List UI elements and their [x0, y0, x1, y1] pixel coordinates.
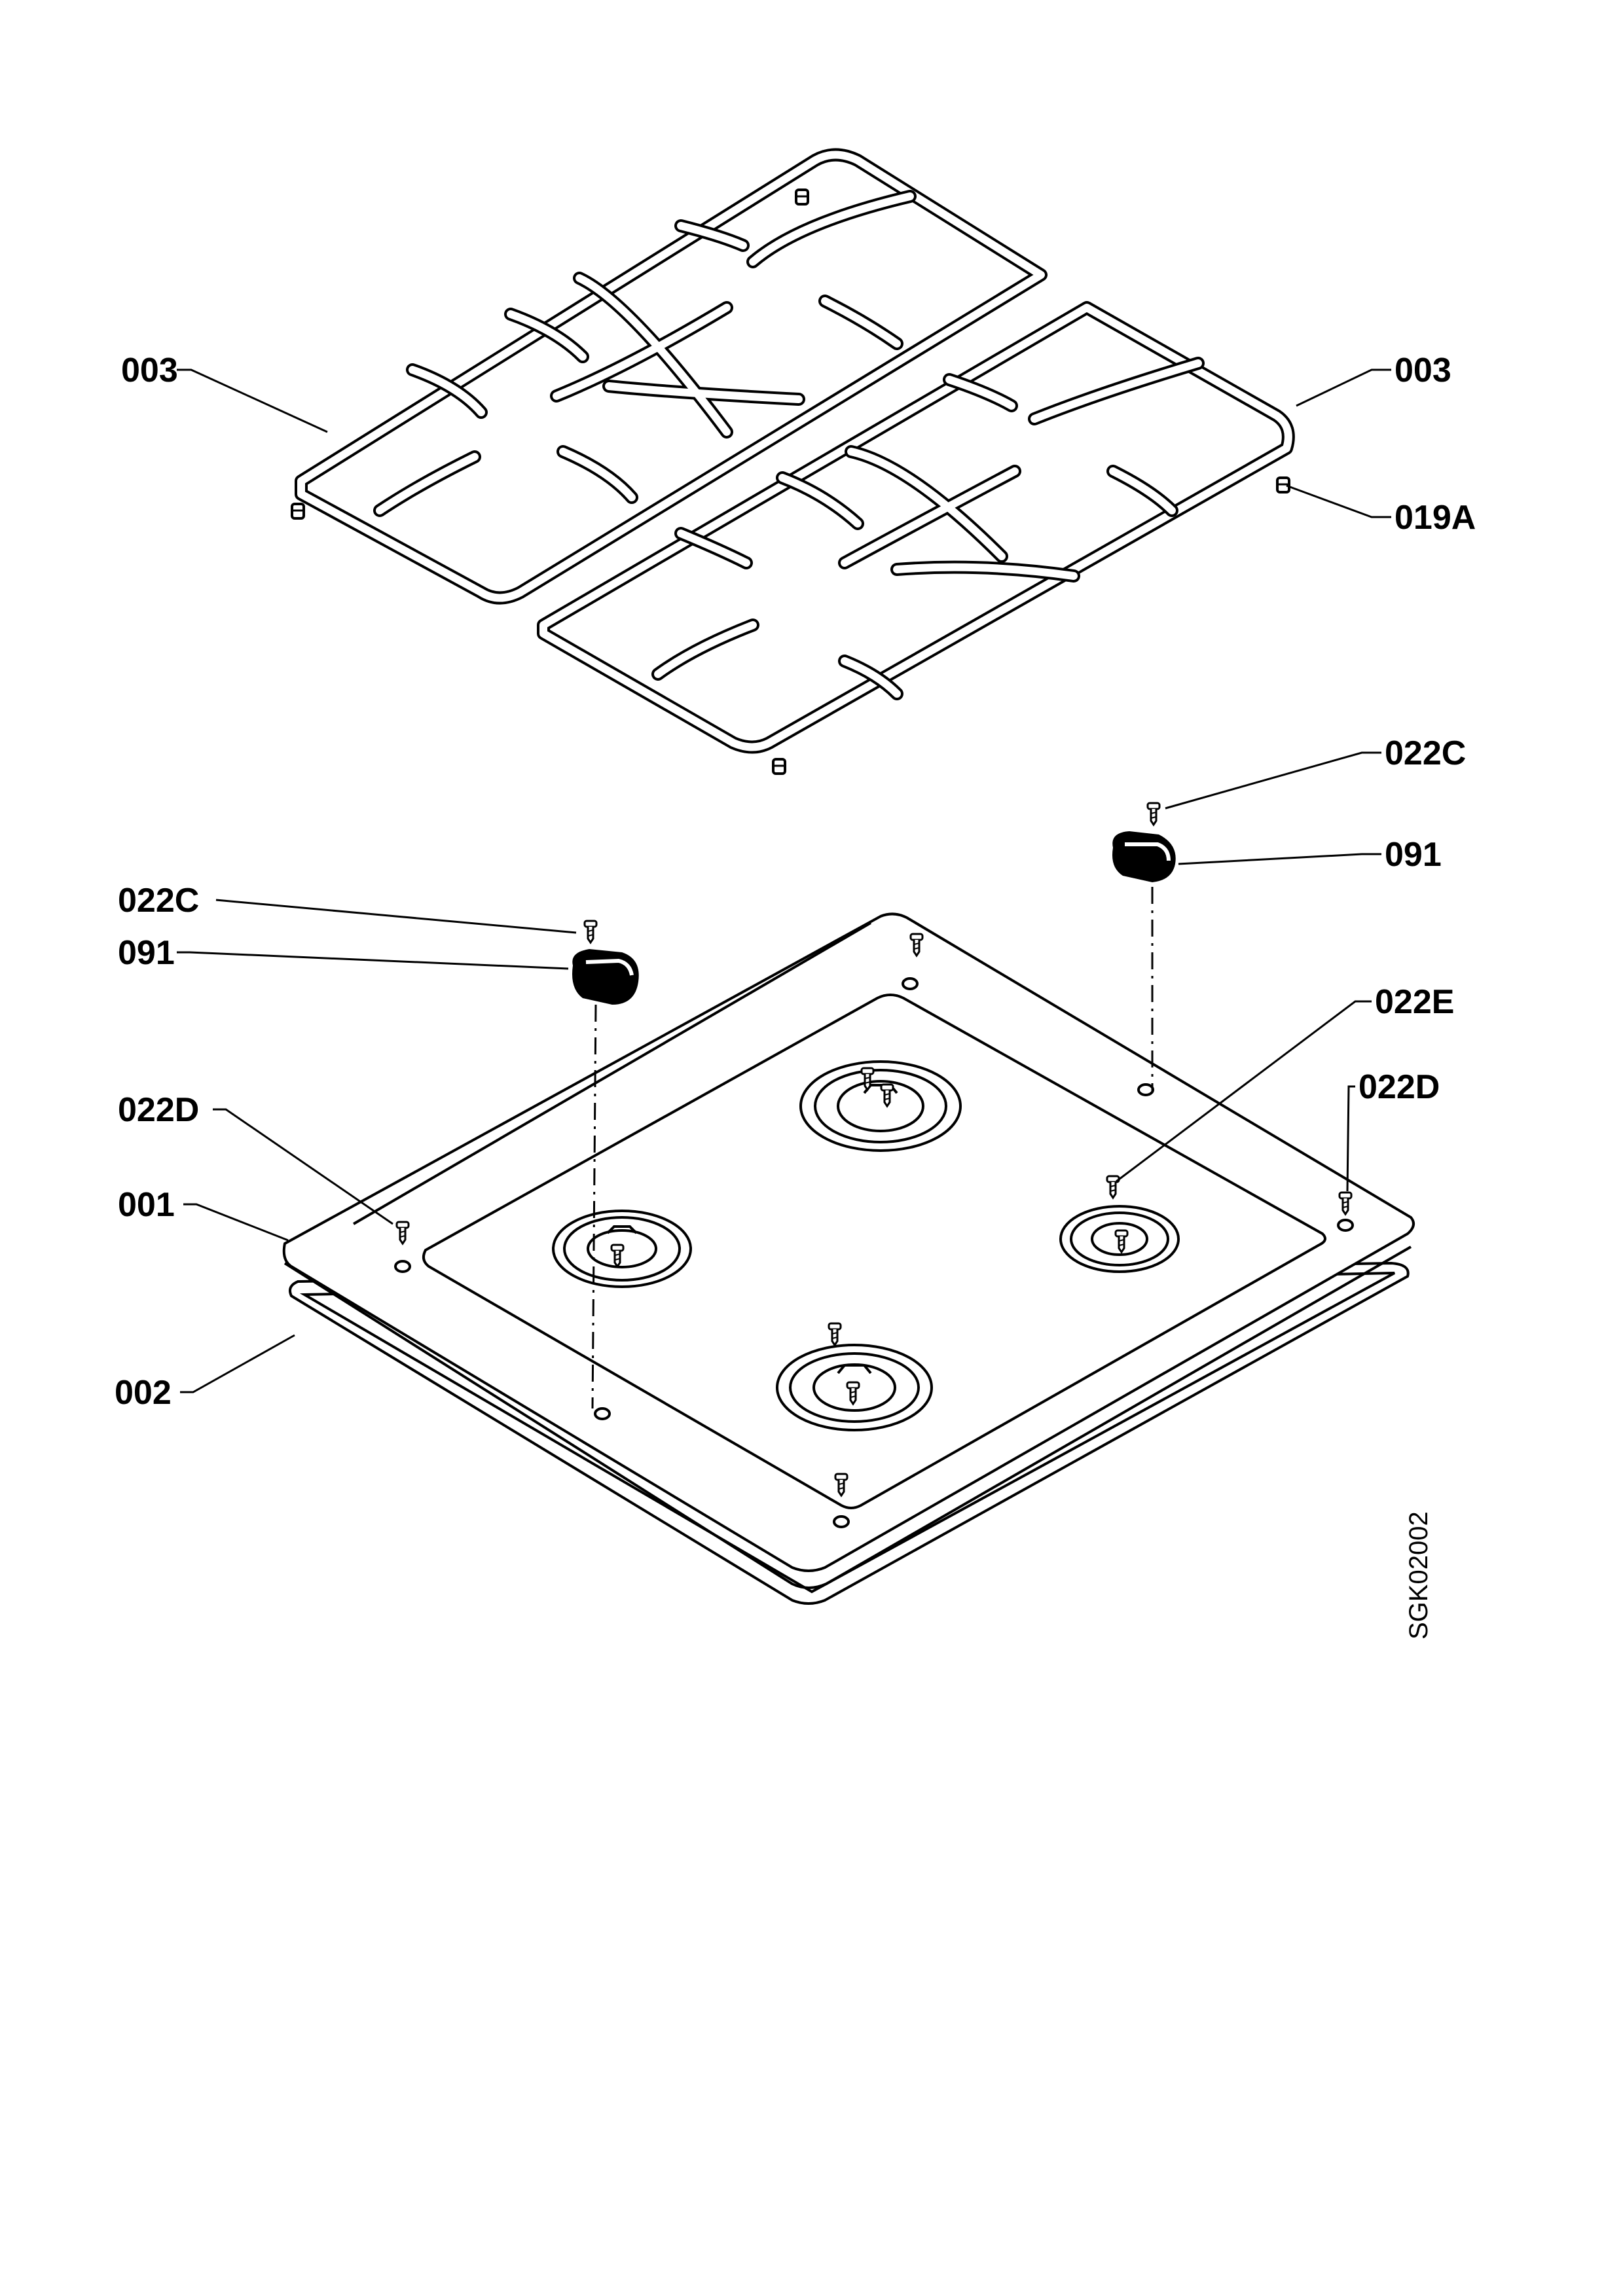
rubber-foot: [772, 758, 786, 775]
knob-left: [572, 920, 639, 1005]
leader-lines: [177, 368, 1391, 1393]
callout-022c-right: 022C: [1385, 734, 1466, 772]
callout-022d-right: 022D: [1359, 1068, 1440, 1106]
hob-top: [282, 912, 1415, 1589]
rubber-foot: [795, 188, 809, 206]
callout-022e: 022E: [1375, 983, 1454, 1021]
pan-support-left: [291, 148, 1048, 605]
burner-left: [552, 1210, 692, 1288]
callout-022c-left: 022C: [118, 882, 199, 920]
drawing-code: SGK02002: [1404, 1511, 1433, 1640]
screw: [1146, 802, 1161, 826]
alignment-line: [591, 1004, 597, 1409]
callout-001: 001: [118, 1186, 175, 1224]
callout-022d-left: 022D: [118, 1091, 199, 1129]
pan-support-right: [537, 301, 1295, 775]
burner-front: [776, 1344, 933, 1431]
callout-091-right: 091: [1385, 836, 1442, 874]
callout-003-right: 003: [1395, 351, 1451, 389]
rubber-foot: [291, 503, 305, 520]
screw: [583, 920, 598, 944]
callout-091-left: 091: [118, 934, 175, 972]
burner-right: [1059, 1205, 1180, 1273]
callout-002: 002: [115, 1374, 172, 1412]
callout-019a: 019A: [1395, 499, 1476, 537]
callout-003-left: 003: [121, 351, 178, 389]
knob-right: [1112, 802, 1176, 882]
